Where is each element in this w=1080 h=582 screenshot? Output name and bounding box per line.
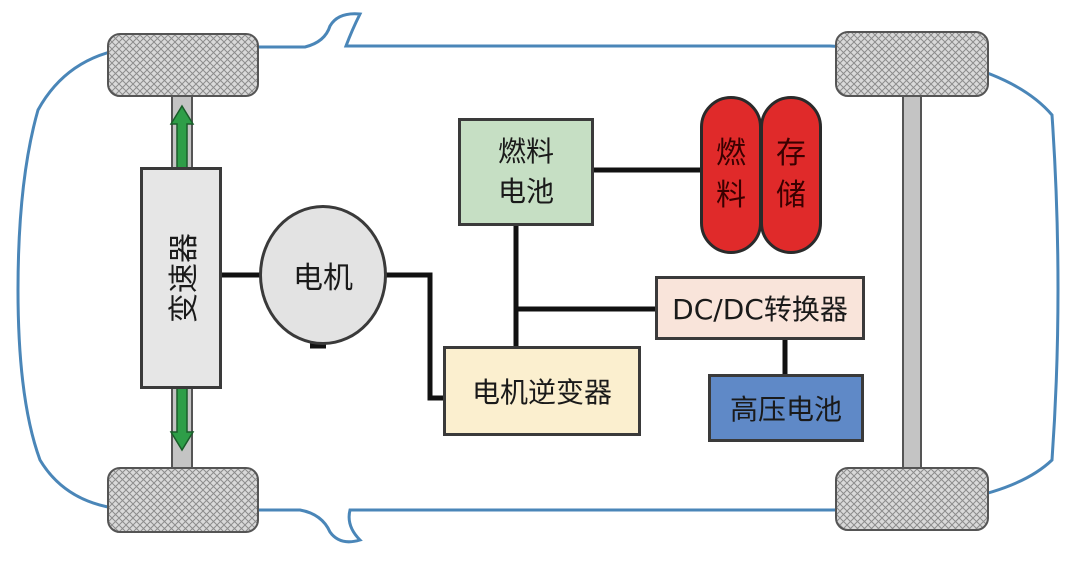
fuel-tank-label-line1: 燃: [716, 136, 746, 171]
fuel-tank-label-line2: 料: [716, 178, 746, 213]
motor-inverter-label: 电机逆变器: [471, 376, 612, 409]
front-right-tire: [107, 467, 259, 533]
motor-label: 电机: [293, 261, 353, 296]
motor-inverter-box: 电机逆变器: [443, 346, 641, 436]
storage-tank-label-line1: 存: [776, 136, 806, 171]
rear-left-tire: [835, 31, 989, 97]
car-body-outline: [16, 12, 1060, 544]
transmission-box: 变速器: [140, 167, 222, 389]
motor-circle: 电机: [259, 205, 387, 345]
hv-battery-box: 高压电池: [708, 374, 864, 442]
wires: [222, 167, 788, 401]
transmission-label: 变速器: [167, 233, 202, 323]
storage-tank: 存 储: [760, 96, 822, 254]
rear-axle: [902, 91, 922, 477]
fuel-cell-label-line1: 燃料: [497, 135, 554, 168]
storage-tank-label-line2: 储: [776, 178, 806, 213]
dcdc-converter-label: DC/DC转换器: [672, 293, 848, 326]
dcdc-converter-box: DC/DC转换器: [655, 276, 865, 340]
fuel-tank: 燃 料: [700, 96, 762, 254]
front-left-tire: [107, 33, 259, 97]
fuel-cell-label-line2: 电池: [497, 175, 554, 208]
hv-battery-label: 高压电池: [729, 393, 842, 426]
rear-right-tire: [835, 467, 989, 531]
wire-motor-inverter: [386, 272, 444, 401]
fuel-cell-box: 燃料 电池: [458, 118, 594, 226]
